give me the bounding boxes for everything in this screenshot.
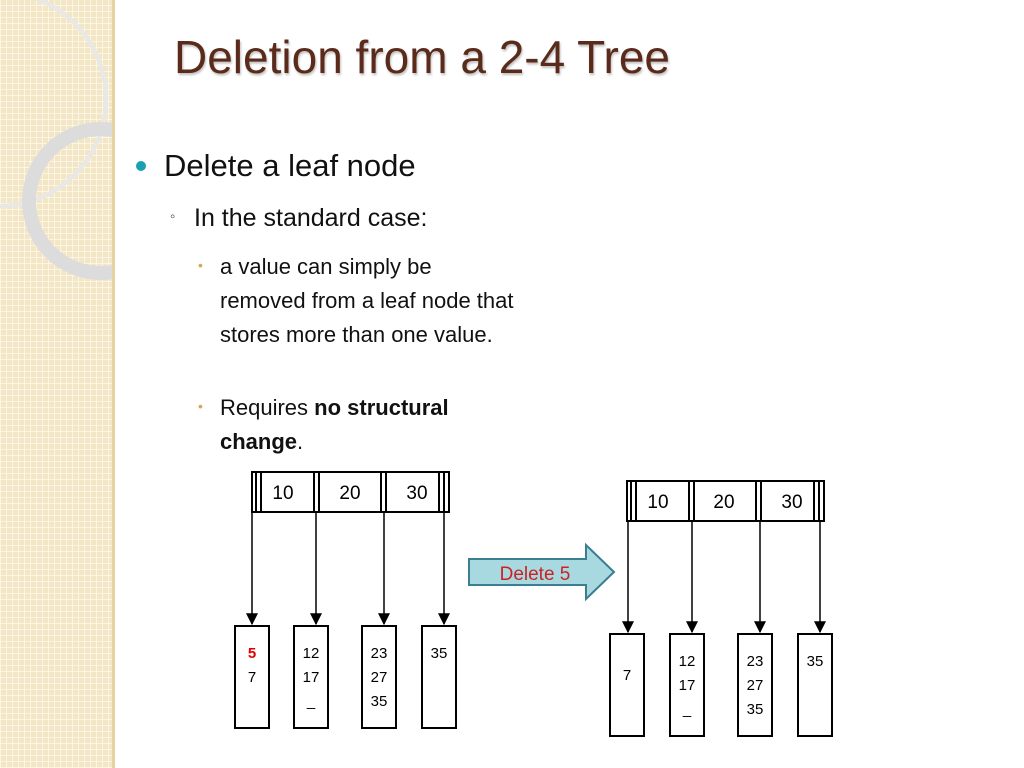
after-root-key: 30 <box>781 492 802 513</box>
bullet-text: In the standard case: <box>194 204 428 232</box>
before-leaf-value: 17 <box>303 669 320 686</box>
after-root-key: 20 <box>713 492 734 513</box>
after-leaf-node <box>797 633 833 737</box>
before-leaf-value: 35 <box>431 645 448 662</box>
before-leaf-value: 35 <box>371 693 388 710</box>
after-leaf-value: 7 <box>623 667 631 684</box>
before-root-key: 30 <box>406 483 427 504</box>
bullet-circle-icon: ◦ <box>170 208 176 225</box>
slide-title: Deletion from a 2-4 Tree <box>174 31 671 83</box>
sidebar-divider <box>112 0 115 768</box>
after-leaf-value: 23 <box>747 653 764 670</box>
before-leaf-node <box>293 625 329 729</box>
after-root-node <box>626 480 825 522</box>
decorative-sidebar <box>0 0 112 768</box>
before-root-node <box>251 471 450 513</box>
before-leaf-node <box>361 625 397 729</box>
before-leaf-node <box>421 625 457 729</box>
before-leaf-value: 5 <box>248 645 256 662</box>
bullet-suffix: . <box>297 429 304 454</box>
before-root-key: 20 <box>339 483 360 504</box>
after-leaf-node <box>737 633 773 737</box>
after-leaf-value: 17 <box>679 677 696 694</box>
operation-arrow <box>468 542 616 602</box>
bullet-dot-icon <box>136 161 146 171</box>
after-leaf-value: 35 <box>747 701 764 718</box>
after-root-key: 10 <box>647 492 668 513</box>
after-leaf-value: _ <box>682 701 692 718</box>
before-leaf-value: _ <box>306 693 316 710</box>
operation-label: Delete 5 <box>500 564 571 585</box>
after-leaf-node <box>609 633 645 737</box>
after-leaf-value: 27 <box>747 677 764 694</box>
after-leaf-value: 12 <box>679 653 696 670</box>
bullet-small-dot-icon: • <box>198 398 203 414</box>
bullet-prefix: Requires <box>220 395 315 420</box>
before-leaf-node <box>234 625 270 729</box>
before-root-key: 10 <box>272 483 293 504</box>
bullet-text: Delete a leaf node <box>164 148 416 183</box>
bullet-small-dot-icon: • <box>198 257 203 273</box>
before-leaf-value: 27 <box>371 669 388 686</box>
bullet-text: a value can simply be removed from a lea… <box>220 254 514 347</box>
before-leaf-value: 23 <box>371 645 388 662</box>
bullet-bold-text: no structural change <box>220 395 449 454</box>
before-leaf-value: 7 <box>248 669 256 686</box>
after-leaf-node <box>669 633 705 737</box>
before-leaf-value: 12 <box>303 645 320 662</box>
bullet-text: Requires no structural change. <box>220 391 520 459</box>
after-leaf-value: 35 <box>807 653 824 670</box>
